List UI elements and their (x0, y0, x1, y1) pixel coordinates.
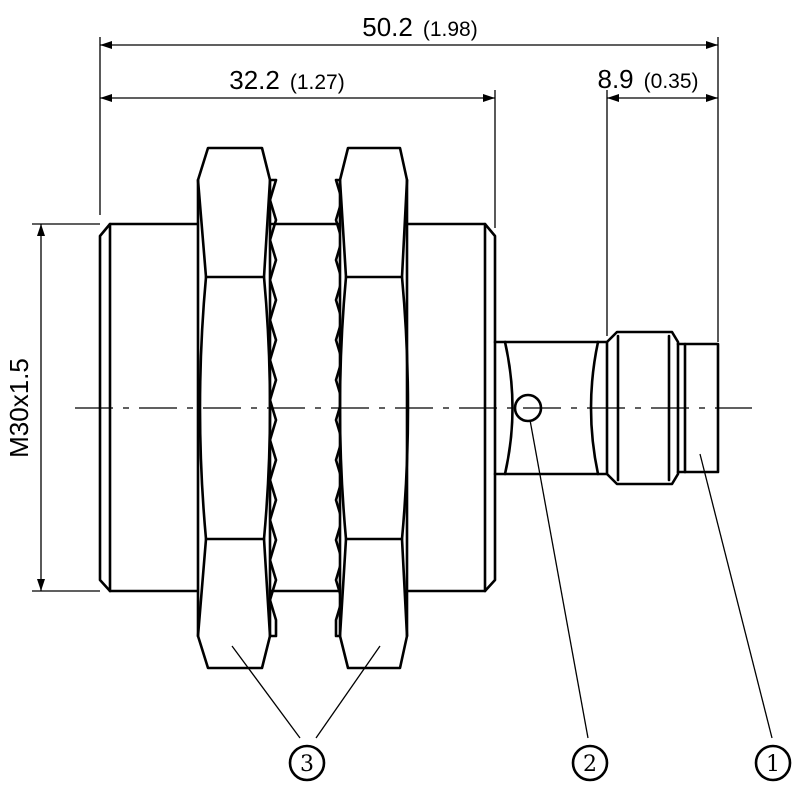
overall-length-value: 50.2 (362, 12, 413, 42)
callout-2: 2 (571, 744, 609, 782)
body-length-inches: (1.27) (290, 71, 345, 94)
callout-3: 3 (288, 744, 326, 782)
dimension-body-length: 32.2 (1.27) (100, 65, 496, 228)
dimension-connector-length: 8.9 (0.35) (597, 64, 718, 336)
connector-length-inches: (0.35) (644, 70, 699, 93)
leader-lines (231, 419, 773, 739)
dimension-overall-length: 50.2 (1.98) (99, 12, 719, 342)
svg-text:50.2 (1.98): 50.2 (1.98) (362, 12, 477, 42)
dimension-thread: M30x1.5 (4, 223, 100, 592)
callout-1: 1 (754, 744, 792, 782)
callout-3-number: 3 (300, 752, 314, 777)
body-length-value: 32.2 (229, 65, 280, 95)
thread-label: M30x1.5 (4, 358, 34, 458)
svg-text:8.9 (0.35): 8.9 (0.35) (597, 64, 698, 94)
overall-length-inches: (1.98) (423, 18, 478, 41)
connector-length-value: 8.9 (597, 64, 633, 94)
svg-text:32.2 (1.27): 32.2 (1.27) (229, 65, 344, 95)
callout-2-number: 2 (583, 752, 597, 777)
callout-1-number: 1 (766, 752, 780, 777)
